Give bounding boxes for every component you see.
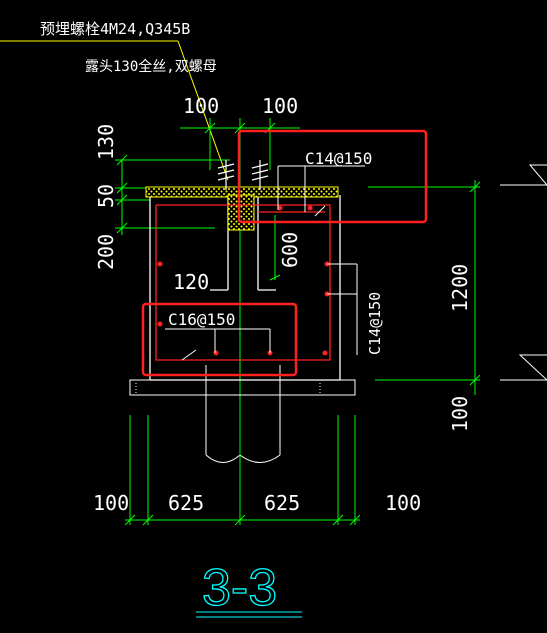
base-slab [129,379,356,396]
rebar-bottom-label: C16@150 [168,310,235,329]
rebar-top-leader [277,165,365,217]
rebar-bottom-leader [165,328,271,361]
dim-top-right: 100 [262,94,298,118]
section-title: 3-3 [202,559,277,617]
anchor-bolt-icon [217,160,269,190]
dim-bottom-4: 100 [385,491,421,515]
dim-bottom-1: 100 [93,491,129,515]
rebar-dots [157,205,330,356]
section-title-underline [196,611,302,618]
rebar-side-leader [327,263,358,355]
highlight-box-bottom-rebar [141,302,298,377]
dim-top-left: 100 [183,94,219,118]
dim-120: 120 [173,270,209,294]
dim-1200: 1200 [448,264,472,312]
dim-v-50: 50 [94,184,118,208]
dim-600-lines [269,215,281,281]
dim-v-130: 130 [94,124,118,160]
bottom-dimension [124,400,361,526]
dim-right-100: 100 [448,396,472,432]
anchor-note-line2: 露头130全丝,双螺母 [85,58,217,75]
anchor-note-line1: 预埋螺栓4M24,Q345B [40,20,190,38]
dim-v-200: 200 [94,234,118,270]
highlight-box-top-rebar [237,129,428,224]
rebar-cage [155,204,331,361]
elevation-marker-icon [500,164,547,381]
rebar-top-label: C14@150 [305,149,372,168]
bolt-pocket-hatch [227,194,255,231]
right-dimension [368,180,481,395]
dim-600: 600 [278,232,302,268]
pile [205,365,281,463]
dim-bottom-2: 625 [168,491,204,515]
dim-bottom-3: 625 [264,491,300,515]
rebar-side-label: C14@150 [366,292,384,355]
anchor-note-leader [0,40,229,181]
